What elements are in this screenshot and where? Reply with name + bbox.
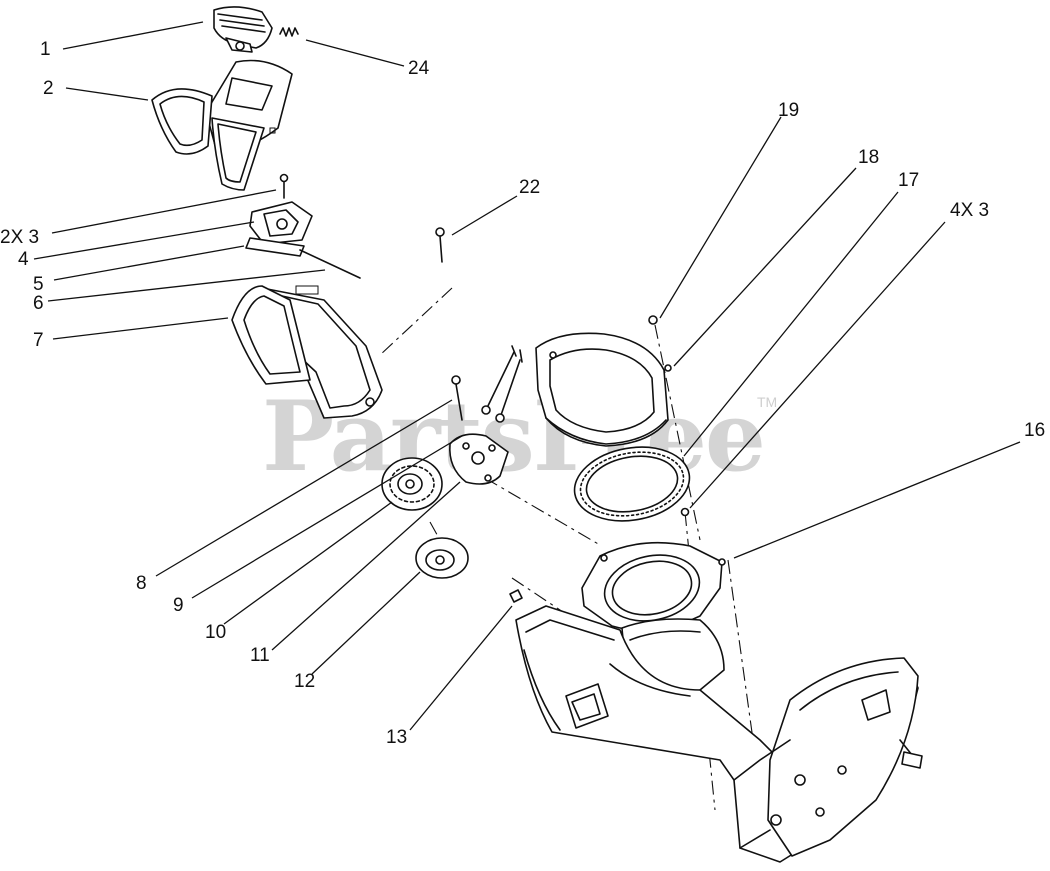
callout-11: 11 (250, 645, 270, 666)
callout-1: 1 (40, 39, 51, 60)
part-1-handle (213, 6, 273, 53)
callout-10: 10 (205, 622, 226, 643)
callout-16: 16 (1024, 420, 1045, 441)
part-7-lower-deflector (231, 285, 383, 419)
callout-12: 12 (294, 671, 315, 692)
part-13-nut (509, 589, 523, 603)
leader-lines (33, 21, 1021, 731)
callout-9: 9 (173, 595, 184, 616)
part-16-chute-base (581, 541, 726, 631)
part-18-cover (535, 332, 672, 447)
part-6-rod (299, 249, 361, 279)
part-3-bolts (279, 173, 289, 199)
callout-6: 6 (33, 293, 44, 314)
part-2-upper-deflector (151, 59, 293, 191)
callout-2x3: 2X 3 (0, 227, 39, 248)
callout-22: 22 (519, 177, 540, 198)
part-11-gearbox (449, 433, 509, 485)
watermark-trademark: TM (757, 394, 777, 410)
callout-13: 13 (386, 727, 407, 748)
part-9-gear (381, 457, 443, 511)
cable-ends (481, 345, 523, 423)
callout-labels: 1 2 2X 3 4 5 6 7 8 9 10 11 12 13 16 17 1… (0, 39, 1045, 748)
part-19-bolt (648, 315, 658, 325)
callout-8: 8 (136, 573, 147, 594)
part-17-ring-gear (573, 446, 691, 522)
part-5-plate (245, 237, 305, 257)
part-8-bolt (451, 375, 463, 421)
part-22-bolt (435, 227, 445, 263)
callout-4: 4 (18, 249, 29, 270)
callout-7: 7 (33, 330, 44, 351)
part-3-bolts-4x (680, 507, 690, 517)
callout-24: 24 (408, 58, 430, 79)
callout-18: 18 (858, 147, 879, 168)
callout-19: 19 (778, 100, 799, 121)
callout-2: 2 (43, 78, 54, 99)
callout-5: 5 (33, 274, 44, 295)
callout-17: 17 (898, 170, 919, 191)
auger-housing (515, 605, 923, 863)
part-12-bushing (415, 537, 469, 579)
part-4-bracket (249, 201, 313, 245)
part-24-spring (279, 27, 299, 37)
callout-4x3: 4X 3 (950, 200, 989, 221)
